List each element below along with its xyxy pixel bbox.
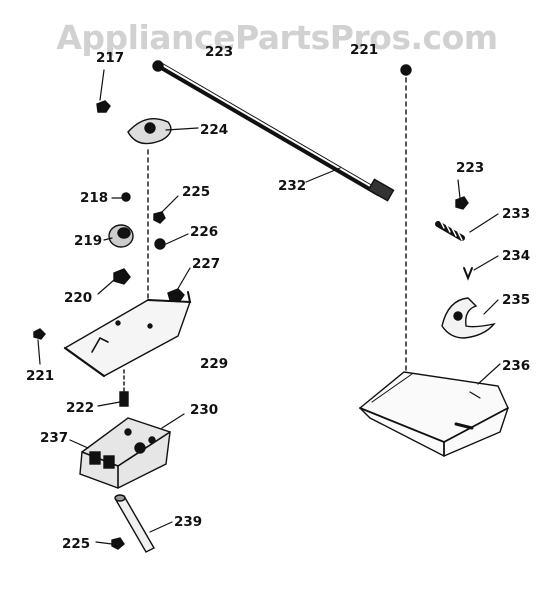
label-225-top: 225	[182, 184, 210, 200]
part-223-right	[455, 196, 469, 210]
label-224: 224	[200, 122, 228, 138]
label-232: 232	[278, 178, 306, 194]
rod-232	[152, 60, 395, 202]
knob-219	[108, 224, 134, 248]
label-233: 233	[502, 206, 530, 222]
part-220	[113, 268, 131, 285]
tube-239	[114, 494, 155, 553]
hook-235	[441, 297, 496, 339]
label-230: 230	[190, 402, 218, 418]
label-226: 226	[190, 224, 218, 240]
label-221-left: 221	[26, 368, 54, 384]
label-223-top: 223	[205, 44, 233, 60]
plate-229	[63, 291, 192, 378]
part-227	[167, 288, 185, 303]
screw-222	[119, 391, 129, 407]
label-235: 235	[502, 292, 530, 308]
nut-217	[96, 100, 111, 113]
part-226	[154, 238, 166, 250]
label-221-top: 221	[350, 42, 378, 58]
label-220: 220	[64, 290, 92, 306]
label-239: 239	[174, 514, 202, 530]
label-236: 236	[502, 358, 530, 374]
part-labels: 217 221 223 224 218 225 219 226 220 227 …	[26, 42, 530, 552]
control-block-237	[79, 417, 171, 489]
spring-233	[435, 219, 465, 241]
leader-lines	[37, 69, 501, 545]
label-217: 217	[96, 50, 124, 66]
clip-234	[463, 267, 473, 281]
label-222: 222	[66, 400, 94, 416]
screw-225-top	[153, 211, 166, 224]
watermark: AppliancePartsPros.com	[56, 18, 498, 57]
screw-221-left	[33, 328, 46, 340]
label-229: 229	[200, 356, 228, 372]
label-223-right: 223	[456, 160, 484, 176]
bracket-224	[127, 118, 172, 145]
label-219: 219	[74, 233, 102, 249]
label-237: 237	[40, 430, 68, 446]
tray-236	[358, 371, 509, 457]
label-218: 218	[80, 190, 108, 206]
nut-218	[121, 192, 131, 202]
screw-225-bottom	[111, 537, 125, 550]
screw-221-top	[400, 64, 412, 76]
label-225-bottom: 225	[62, 536, 90, 552]
label-234: 234	[502, 248, 530, 264]
label-227: 227	[192, 256, 220, 272]
